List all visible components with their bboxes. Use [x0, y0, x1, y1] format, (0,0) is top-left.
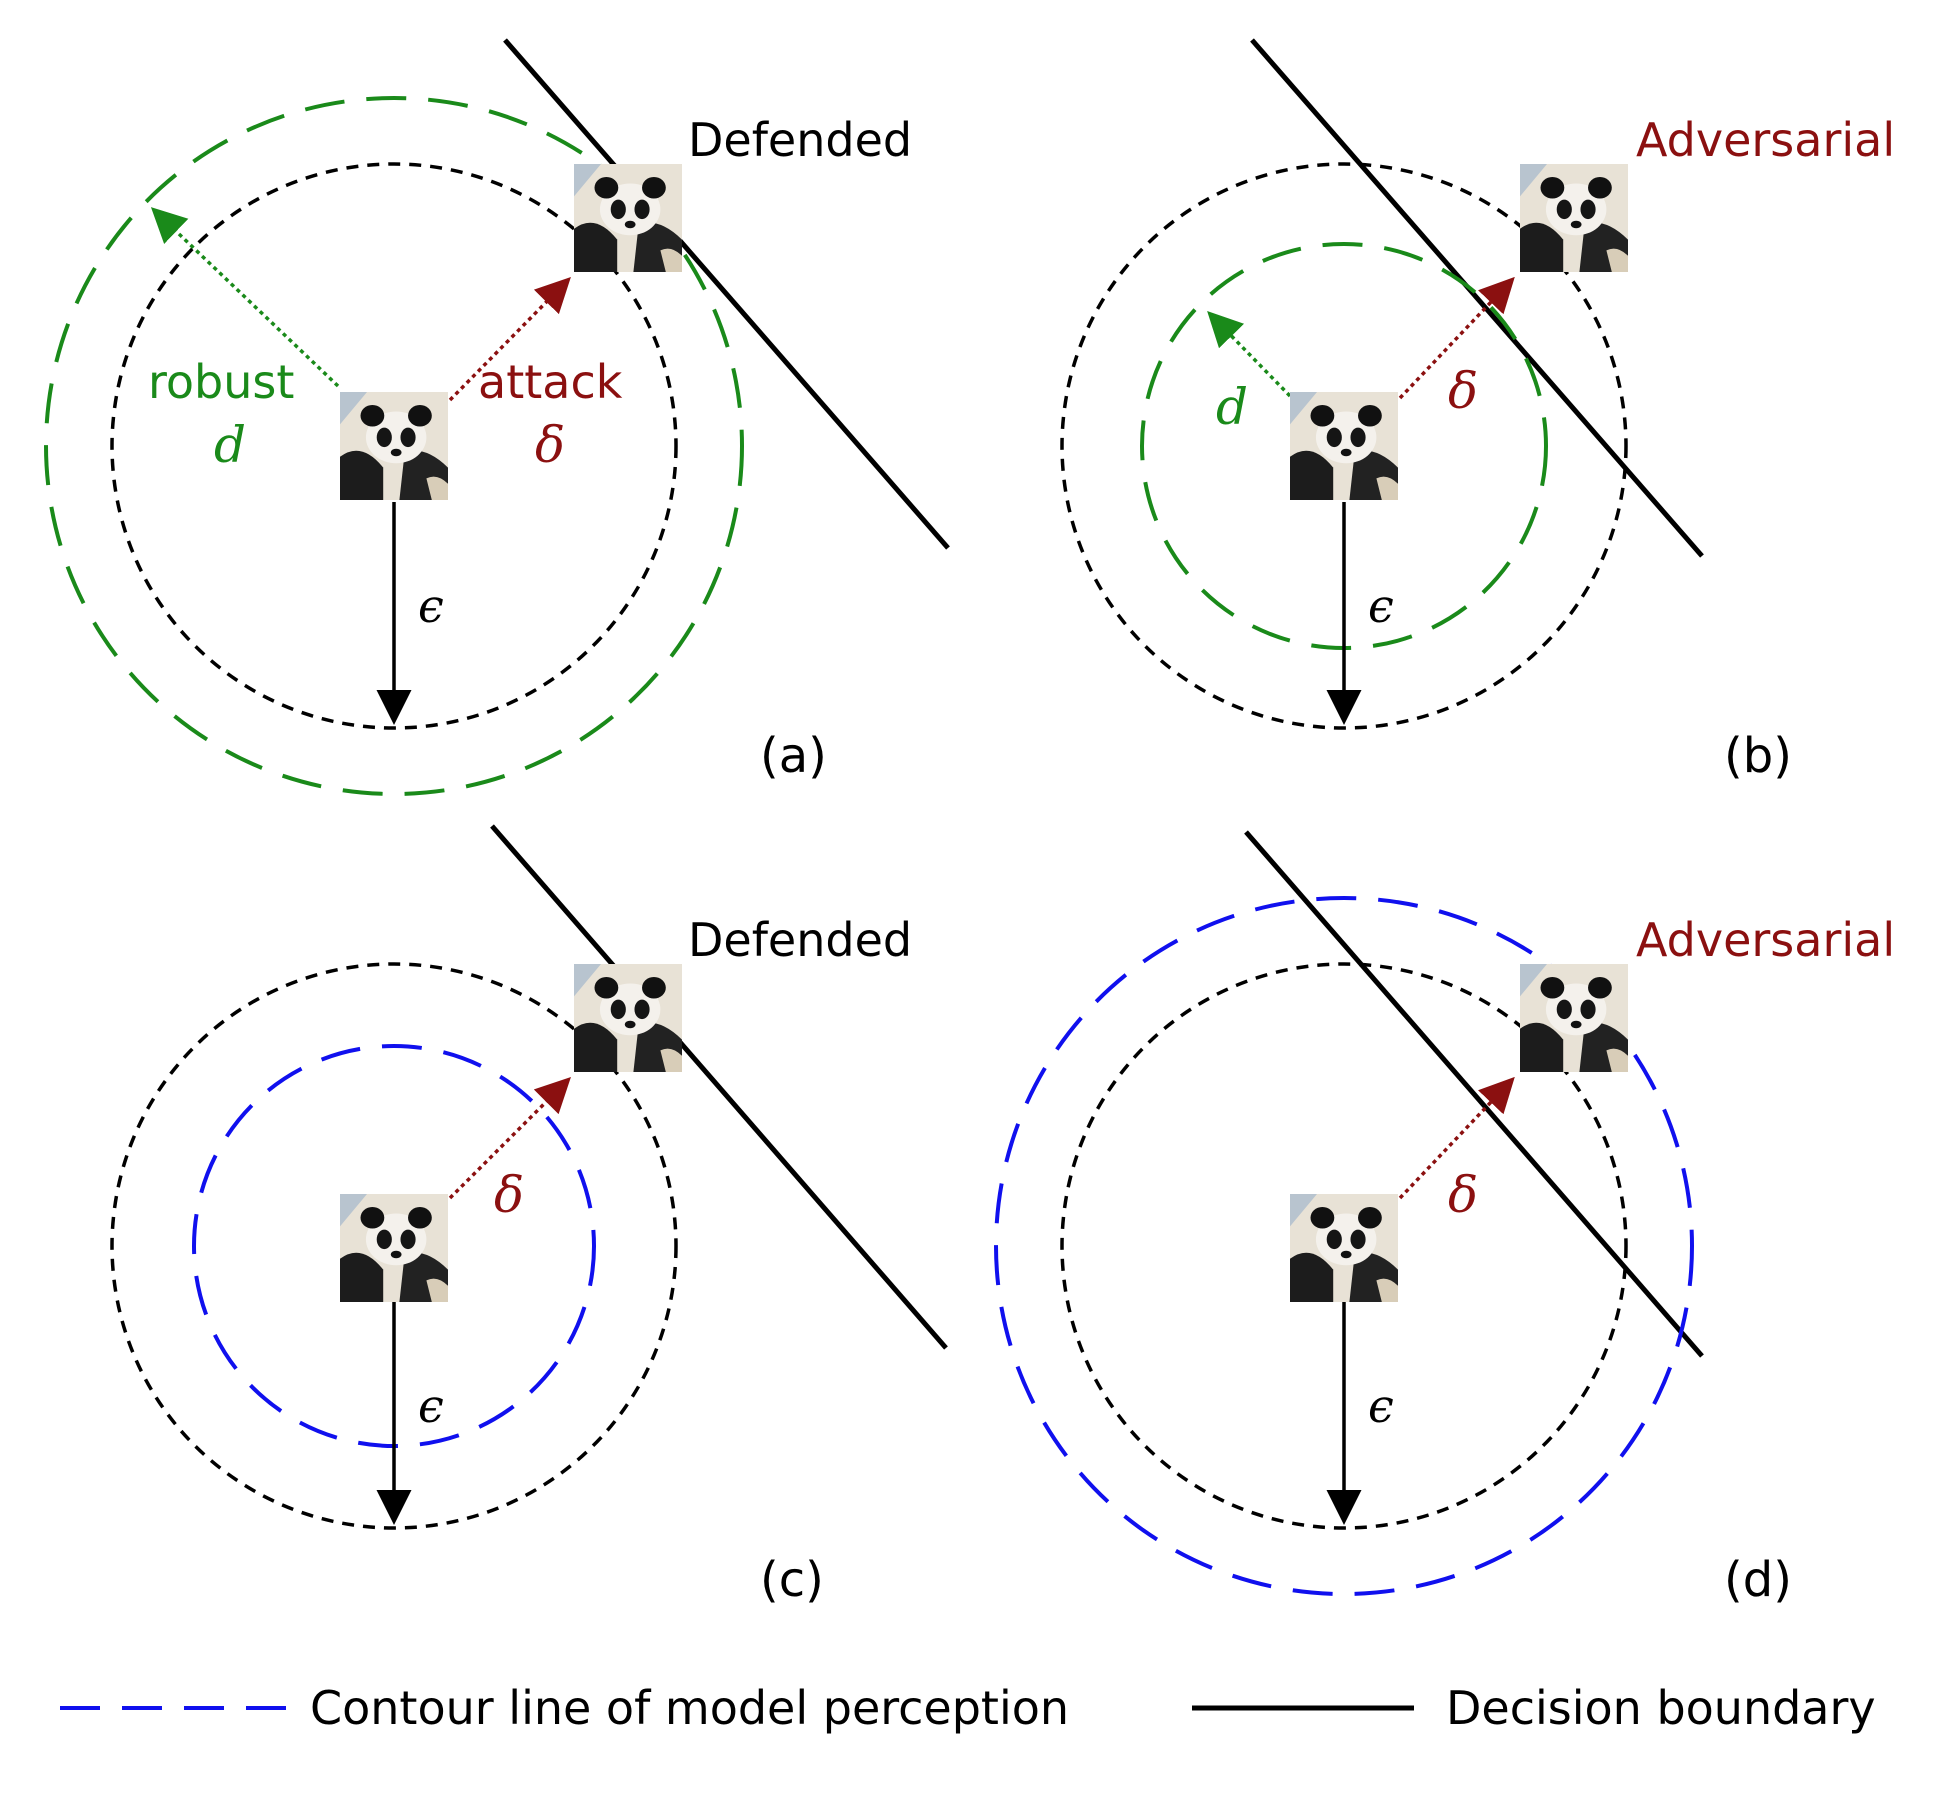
epsilon-ball-c	[110, 962, 678, 1530]
epsilon-ball-d	[1060, 962, 1628, 1530]
epsilon-label-a: ϵ	[418, 579, 444, 633]
attack-label-a: attack	[478, 355, 623, 409]
top-label-d: Adversarial	[1636, 913, 1895, 967]
epsilon-label-b: ϵ	[1368, 579, 1394, 633]
delta-symbol-b: δ	[1448, 362, 1478, 420]
panel-d: Adversarial δ ϵ (d)	[994, 830, 1895, 1608]
panda-perturbed-b	[1520, 164, 1628, 272]
legend-boundary-label: Decision boundary	[1446, 1681, 1876, 1735]
panda-perturbed-a	[574, 164, 682, 272]
top-label-b: Adversarial	[1636, 113, 1895, 167]
epsilon-ball-a	[110, 162, 678, 730]
delta-symbol-c: δ	[494, 1166, 524, 1224]
top-label-a: Defended	[688, 113, 912, 167]
caption-c: (c)	[760, 1552, 824, 1608]
panda-perturbed-c	[574, 964, 682, 1072]
caption-a: (a)	[760, 728, 827, 784]
panda-original-a	[340, 392, 448, 500]
panda-original-b	[1290, 392, 1398, 500]
attack-arrow-d	[1398, 1076, 1515, 1200]
panda-original-d	[1290, 1194, 1398, 1302]
decision-boundary-b	[1250, 38, 1704, 558]
epsilon-label-c: ϵ	[418, 1379, 444, 1433]
panda-perturbed-d	[1520, 964, 1628, 1072]
caption-d: (d)	[1724, 1552, 1792, 1608]
panel-b: Adversarial δ d ϵ (b)	[1060, 38, 1895, 784]
delta-symbol-a: δ	[535, 416, 565, 474]
panda-original-c	[340, 1194, 448, 1302]
panel-c: Defended δ ϵ (c)	[110, 824, 948, 1608]
outer-contour-blue-d	[994, 896, 1694, 1596]
outer-contour-green-a	[44, 96, 744, 796]
attack-arrow-c	[448, 1077, 571, 1200]
legend: Contour line of model perception Decisio…	[60, 1681, 1876, 1735]
panel-a: Defended attack δ robust d ϵ (a)	[44, 38, 950, 796]
legend-contour-label: Contour line of model perception	[310, 1681, 1069, 1735]
attack-arrow-b	[1398, 276, 1515, 400]
caption-b: (b)	[1724, 728, 1792, 784]
robust-label-a: robust	[148, 355, 294, 409]
delta-symbol-d: δ	[1448, 1166, 1478, 1224]
d-symbol-b: d	[1216, 378, 1248, 436]
epsilon-ball-b	[1060, 162, 1628, 730]
robust-arrow-b	[1207, 310, 1292, 398]
top-label-c: Defended	[688, 913, 912, 967]
decision-boundary-c	[490, 824, 948, 1350]
attack-arrow-a	[448, 277, 571, 402]
decision-boundary-a	[503, 38, 950, 550]
d-symbol-a: d	[214, 416, 246, 474]
robust-arrow-a	[150, 207, 340, 388]
epsilon-label-d: ϵ	[1368, 1379, 1394, 1433]
